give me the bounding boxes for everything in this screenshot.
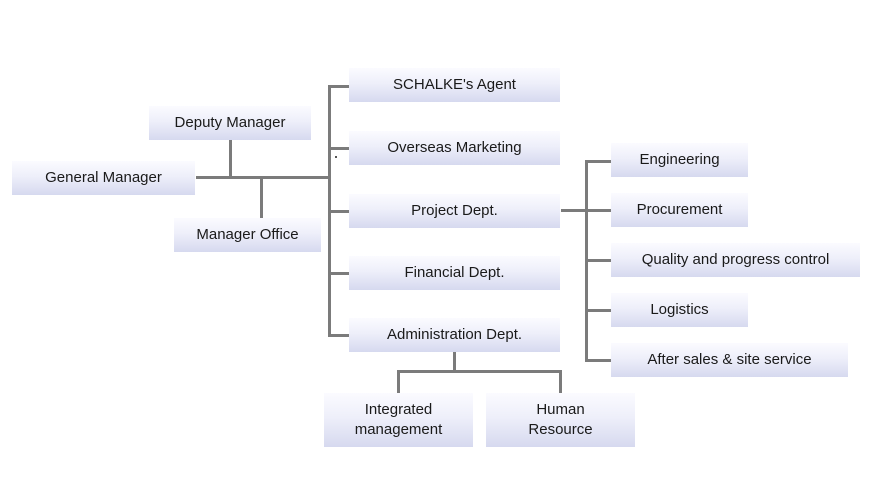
general-manager-box: General Manager [12,161,195,195]
procurement-label: Procurement [636,201,723,218]
deputy-manager-box: Deputy Manager [149,106,311,140]
human-resource-label-line2: Resource [528,421,593,438]
quality-progress-label: Quality and progress control [641,251,830,268]
engineering-label: Engineering [639,151,720,168]
deputy-manager-label: Deputy Manager [174,114,286,131]
project-dept-box: Project Dept. [349,194,560,228]
overseas-marketing-box: Overseas Marketing [349,131,560,165]
financial-dept-box: Financial Dept. [349,256,560,290]
logistics-box: Logistics [611,293,748,327]
connector-line [229,140,232,178]
manager-office-box: Manager Office [174,218,321,252]
engineering-box: Engineering [611,143,748,177]
connector-line [397,370,562,373]
integrated-management-box: Integrated management [324,393,473,447]
procurement-box: Procurement [611,193,748,227]
quality-progress-box: Quality and progress control [611,243,860,277]
connector-line [585,209,611,212]
connector-line [559,370,562,393]
stray-dot [335,156,337,158]
connector-line [397,370,400,393]
financial-dept-label: Financial Dept. [404,264,505,281]
overseas-marketing-label: Overseas Marketing [387,139,522,156]
connector-line [585,259,611,262]
project-dept-label: Project Dept. [411,202,498,219]
human-resource-box: Human Resource [486,393,635,447]
administration-dept-label: Administration Dept. [386,326,523,343]
connector-line [328,334,349,337]
after-sales-box: After sales & site service [611,343,848,377]
manager-office-label: Manager Office [196,226,299,243]
connector-line [453,352,456,372]
connector-line [585,359,611,362]
connector-line [328,272,349,275]
integrated-management-label-line2: management [354,421,443,438]
schalke-agent-box: SCHALKE's Agent [349,68,560,102]
after-sales-label: After sales & site service [647,351,812,368]
logistics-label: Logistics [650,301,709,318]
connector-line [561,209,587,212]
connector-line [260,178,263,218]
connector-line [585,160,611,163]
integrated-management-label-line1: Integrated [364,401,433,418]
connector-line [196,176,330,179]
human-resource-label-line1: Human [536,401,585,418]
general-manager-label: General Manager [45,169,162,186]
connector-line [328,85,349,88]
connector-line [585,309,611,312]
schalke-agent-label: SCHALKE's Agent [393,76,516,93]
connector-line [328,210,349,213]
administration-dept-box: Administration Dept. [349,318,560,352]
connector-line [328,147,349,150]
